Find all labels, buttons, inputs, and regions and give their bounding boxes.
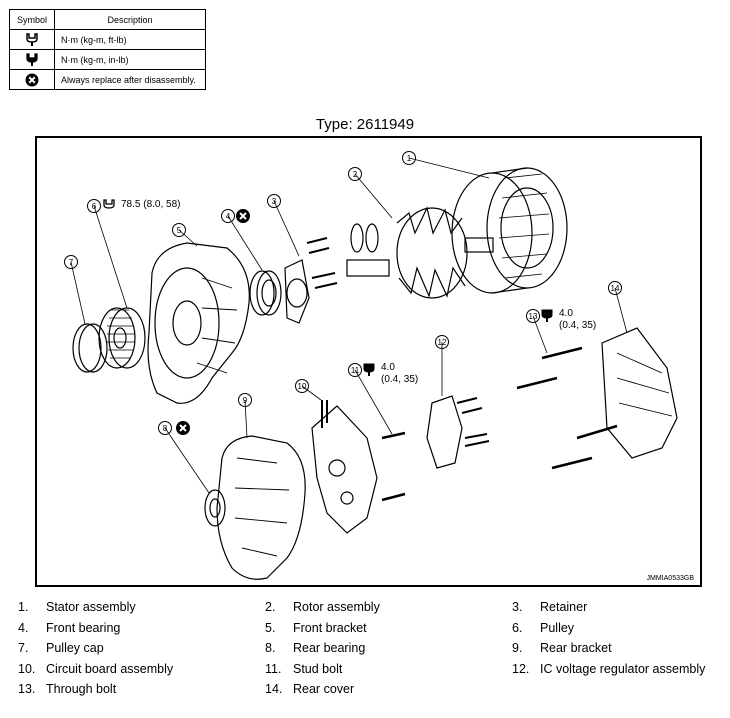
part-item: 1.Stator assembly (18, 600, 136, 614)
callout-13: 13 (529, 312, 538, 321)
torque-spec-stud-bolt-line1: 4.0 (381, 362, 395, 373)
torque-spec-through-bolt-line1: 4.0 (559, 308, 573, 319)
parts-list: 1.Stator assembly 2.Rotor assembly 3.Ret… (18, 600, 730, 703)
legend-row-2-description: N·m (kg-m, in-lb) (54, 49, 206, 70)
part-item: 2.Rotor assembly (265, 600, 380, 614)
front-bracket-drawing (147, 242, 250, 404)
callout-10: 10 (298, 382, 307, 391)
rear-bracket-drawing (204, 435, 306, 580)
symbol-legend-table: Symbol Description N·m (kg-m, ft-lb) N·m… (9, 9, 206, 90)
replace-x-icon (236, 209, 250, 223)
callout-3: 3 (272, 197, 277, 206)
callout-6: 6 (92, 202, 97, 211)
parts-row: 1.Stator assembly 2.Rotor assembly 3.Ret… (18, 600, 730, 621)
torque-spec-pulley: 78.5 (8.0, 58) (121, 199, 181, 210)
part-item: 7.Pulley cap (18, 641, 104, 656)
legend-header-description: Description (54, 9, 206, 30)
part-item: 13.Through bolt (18, 682, 117, 697)
torque-wrench-filled-icon (363, 363, 375, 376)
part-item: 8.Rear bearing (265, 641, 366, 656)
through-bolt-drawing (516, 346, 618, 470)
part-item: 4.Front bearing (18, 620, 121, 635)
replace-x-icon (9, 69, 55, 90)
stator-assembly-drawing (451, 167, 568, 294)
rotor-assembly-drawing (346, 206, 494, 299)
parts-row: 13.Through bolt 14.Rear cover (18, 682, 730, 703)
figure-type-title: Type: 2611949 (315, 116, 415, 133)
part-item: 5.Front bracket (265, 620, 367, 635)
callout-circles (64, 151, 622, 435)
parts-row: 4.Front bearing 5.Front bracket 6.Pulley (18, 621, 730, 642)
pulley-cap-drawing (72, 323, 108, 373)
replace-x-icon (176, 421, 190, 435)
callout-8: 8 (163, 424, 168, 433)
parts-row: 7.Pulley cap 8.Rear bearing 9.Rear brack… (18, 641, 730, 662)
part-item: 11.Stud bolt (265, 661, 343, 676)
legend-header-symbol: Symbol (9, 9, 55, 30)
part-item: 9.Rear bracket (512, 641, 612, 656)
torque-wrench-icon (9, 29, 55, 50)
legend-row-3-description: Always replace after disassembly. (54, 69, 206, 90)
figure-code: JMMIA0533GB (646, 575, 694, 582)
callout-11: 11 (351, 366, 360, 375)
callout-2: 2 (353, 170, 358, 179)
torque-wrench-icon (103, 199, 115, 209)
torque-wrench-filled-icon (9, 49, 55, 70)
stud-bolt-drawing (381, 431, 406, 502)
callout-9: 9 (243, 396, 248, 405)
alternator-exploded-diagram: 1 2 3 4 5 6 7 8 9 10 11 12 13 14 (35, 136, 702, 587)
ic-voltage-regulator-drawing (426, 395, 490, 469)
callout-12: 12 (438, 338, 447, 347)
leader-lines (70, 157, 628, 494)
part-item: 3.Retainer (512, 600, 588, 614)
rear-cover-drawing (601, 327, 678, 459)
parts-row: 10.Circuit board assembly 11.Stud bolt 1… (18, 662, 730, 683)
part-item: 6.Pulley (512, 620, 575, 635)
part-item: 10.Circuit board assembly (18, 661, 174, 676)
legend-row-1-description: N·m (kg-m, ft-lb) (54, 29, 206, 50)
callout-7: 7 (69, 258, 74, 267)
torque-spec-stud-bolt-line2: (0.4, 35) (381, 374, 419, 385)
callout-1: 1 (407, 154, 412, 163)
retainer-drawing (284, 237, 338, 324)
diagram-drawing: 1 2 3 4 5 6 7 8 9 10 11 12 13 14 (64, 151, 678, 580)
callout-5: 5 (177, 226, 182, 235)
torque-wrench-filled-icon (541, 309, 553, 322)
part-item: 12.IC voltage regulator assembly (512, 661, 706, 676)
part-item: 14.Rear cover (265, 682, 355, 697)
callout-14: 14 (611, 284, 620, 293)
torque-spec-through-bolt-line2: (0.4, 35) (559, 320, 597, 331)
front-bearing-drawing (249, 270, 282, 316)
pulley-drawing (98, 307, 146, 369)
callout-4: 4 (226, 212, 231, 221)
circuit-board-assembly-drawing (311, 400, 378, 534)
